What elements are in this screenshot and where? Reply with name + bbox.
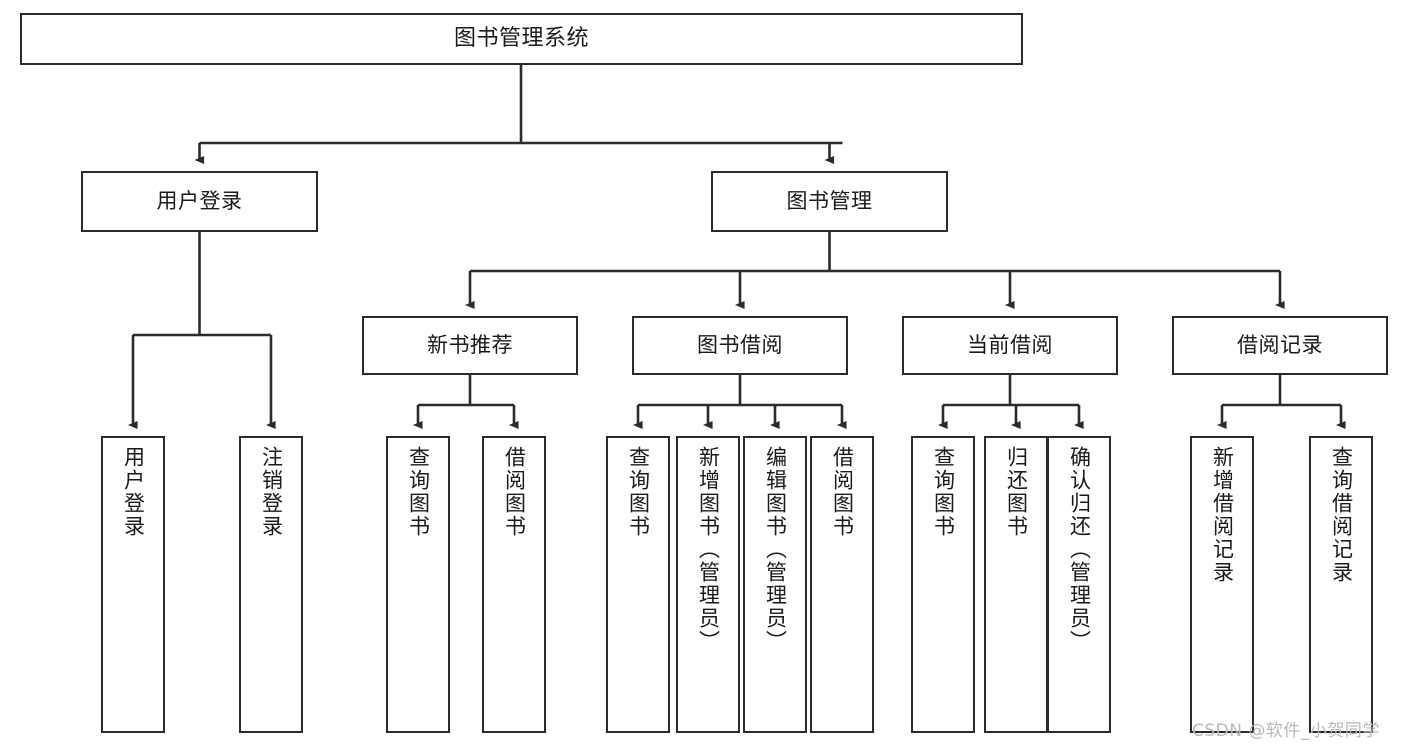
leaf-query-borrow-record[interactable]: 查询借阅记录 [1309, 436, 1373, 733]
leaf-add-book-admin[interactable]: 新增图书（管理员） [676, 436, 740, 733]
node-label: 新增借阅记录 [1210, 446, 1235, 584]
node-label: 查询图书 [626, 446, 651, 538]
node-label: 用户登录 [156, 189, 243, 214]
leaf-edit-book-admin[interactable]: 编辑图书（管理员） [743, 436, 807, 733]
leaf-borrow-book[interactable]: 借阅图书 [810, 436, 874, 733]
node-label: 确认归还（管理员） [1067, 446, 1092, 653]
node-label: 归还图书 [1004, 446, 1029, 538]
leaf-borrow-book-recommend[interactable]: 借阅图书 [482, 436, 546, 733]
leaf-user-login[interactable]: 用户登录 [101, 436, 165, 733]
node-label: 借阅记录 [1237, 333, 1323, 358]
node-label: 图书管理系统 [453, 26, 589, 52]
leaf-query-book-recommend[interactable]: 查询图书 [386, 436, 450, 733]
node-user-login[interactable]: 用户登录 [81, 171, 318, 232]
node-new-book-recommend[interactable]: 新书推荐 [362, 316, 578, 375]
node-label: 借阅图书 [830, 446, 855, 538]
node-book-borrow[interactable]: 图书借阅 [632, 316, 848, 375]
node-label: 新书推荐 [427, 333, 513, 358]
node-label: 当前借阅 [967, 333, 1053, 358]
leaf-return-book[interactable]: 归还图书 [984, 436, 1048, 733]
leaf-logout[interactable]: 注销登录 [239, 436, 303, 733]
leaf-query-book-current[interactable]: 查询图书 [911, 436, 975, 733]
node-label: 用户登录 [121, 446, 146, 538]
leaf-add-borrow-record[interactable]: 新增借阅记录 [1190, 436, 1254, 733]
node-book-manage[interactable]: 图书管理 [711, 171, 948, 232]
node-label: 查询借阅记录 [1329, 446, 1354, 584]
node-label: 注销登录 [259, 446, 284, 538]
node-borrow-record[interactable]: 借阅记录 [1172, 316, 1388, 375]
node-current-borrow[interactable]: 当前借阅 [902, 316, 1118, 375]
csdn-watermark: CSDN @软件_小贺同学 [1192, 721, 1380, 741]
node-label: 借阅图书 [502, 446, 527, 538]
node-label: 新增图书（管理员） [696, 446, 721, 653]
leaf-confirm-return-admin[interactable]: 确认归还（管理员） [1047, 436, 1111, 733]
node-label: 图书借阅 [697, 333, 783, 358]
node-label: 编辑图书（管理员） [763, 446, 788, 653]
node-label: 查询图书 [931, 446, 956, 538]
leaf-query-book-borrow[interactable]: 查询图书 [606, 436, 670, 733]
node-root-system[interactable]: 图书管理系统 [20, 13, 1023, 65]
node-label: 图书管理 [786, 189, 873, 214]
node-label: 查询图书 [406, 446, 431, 538]
